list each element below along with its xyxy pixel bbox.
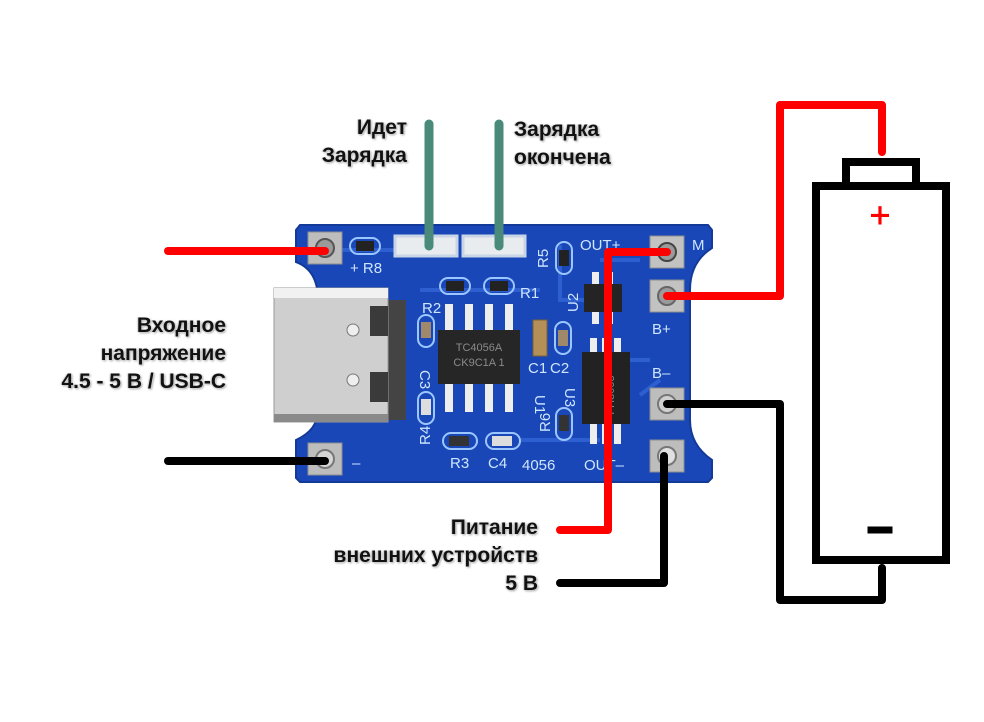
silk-c3: C3 — [416, 370, 433, 389]
silk-u3: U3 — [561, 388, 578, 407]
silk-r4: R4 — [417, 426, 434, 445]
label-output: Питание внешних устройств 5 В — [260, 514, 538, 598]
label-input-line2: напряжение — [100, 342, 226, 365]
battery-minus-icon — [866, 525, 894, 535]
label-charging-line2: Зарядка — [321, 144, 407, 167]
pcb-board: TC4056A CK9C1A 1 FH8005 — [273, 224, 713, 483]
label-charged-line2: окончена — [514, 146, 611, 169]
wire-battery-plus — [663, 101, 886, 300]
silk-r5: R5 — [535, 249, 552, 268]
silk-c2: C2 — [550, 360, 569, 377]
label-charged: Зарядка окончена — [514, 116, 611, 172]
silk-u1: U1 — [531, 395, 548, 414]
silk-input-minus: – — [352, 455, 361, 472]
label-input-line1: Входное — [136, 314, 226, 337]
silk-b-minus: B– — [652, 365, 671, 382]
wire-output-plus — [556, 248, 671, 534]
label-input-line3: 4.5 - 5 В / USB-C — [61, 370, 226, 393]
silk-b-plus: B+ — [652, 321, 671, 338]
wire-output-minus — [556, 452, 668, 587]
silk-m: M — [692, 237, 705, 254]
silk-model: 4056 — [522, 457, 555, 474]
chip-main-line1: TC4056A — [456, 342, 503, 354]
silk-r8: + R8 — [350, 260, 382, 277]
silk-c4: C4 — [488, 455, 507, 472]
label-output-line3: 5 В — [505, 572, 538, 595]
silk-r2: R2 — [422, 300, 441, 317]
label-output-line2: внешних устройств — [333, 544, 538, 567]
chip-main-line2: CK9C1A 1 — [453, 357, 504, 369]
silk-r3: R3 — [450, 455, 469, 472]
silk-r6: R6 — [537, 413, 554, 432]
usb-c-connector[interactable] — [273, 287, 406, 423]
silk-u2: U2 — [565, 293, 582, 312]
chip-tc4056a: TC4056A CK9C1A 1 — [438, 304, 520, 412]
label-charged-line1: Зарядка — [514, 118, 600, 141]
label-output-line1: Питание — [450, 516, 538, 539]
battery: + — [812, 158, 950, 564]
silk-r1: R1 — [520, 285, 539, 302]
battery-plus-icon: + — [869, 195, 891, 237]
label-charging: Идет Зарядка — [280, 114, 407, 170]
wire-battery-minus — [663, 400, 886, 604]
led-charged — [461, 234, 527, 258]
label-input: Входное напряжение 4.5 - 5 В / USB-C — [0, 312, 226, 396]
silk-c1: C1 — [528, 360, 547, 377]
label-charging-line1: Идет — [356, 116, 407, 139]
